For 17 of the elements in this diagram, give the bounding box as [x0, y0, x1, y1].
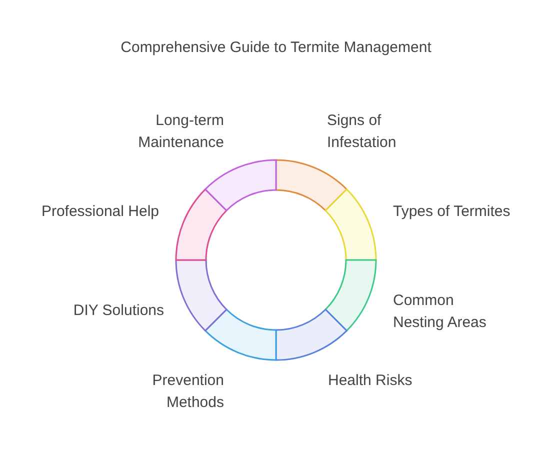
ring-segment [204, 159, 277, 212]
ring-segment [324, 259, 377, 332]
segment-label: Common Nesting Areas [393, 291, 488, 333]
ring-segment [204, 308, 277, 361]
ring-segment [324, 188, 377, 261]
segment-label: Types of Termites [393, 202, 510, 222]
segment-label: Signs of Infestation [327, 111, 398, 153]
segment-label: Long-term Maintenance [137, 111, 224, 153]
ring-segment [275, 159, 348, 212]
diagram-title: Comprehensive Guide to Termite Management [120, 39, 432, 56]
segment-label: Professional Help [41, 202, 159, 222]
ring-segment [175, 259, 228, 332]
segment-label: Health Risks [328, 371, 412, 391]
segment-label: Prevention Methods [151, 371, 224, 413]
segment-label: DIY Solutions [73, 301, 164, 321]
ring-segment [275, 308, 348, 361]
ring-segment [175, 188, 228, 261]
